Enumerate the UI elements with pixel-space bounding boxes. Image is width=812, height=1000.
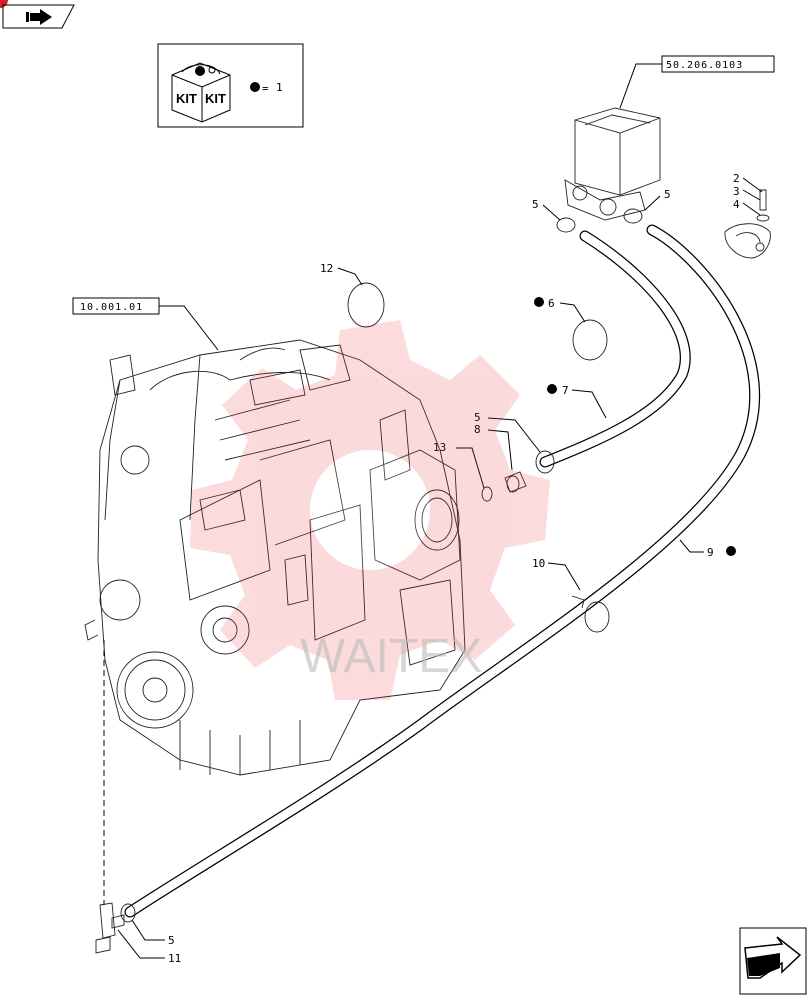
kit-marker-7 xyxy=(547,384,557,394)
connector-8 xyxy=(504,471,527,493)
callout-5-left: 5 xyxy=(532,198,539,211)
callout-13: 13 xyxy=(433,441,446,454)
callout-7: 7 xyxy=(562,384,569,397)
callout-11: 11 xyxy=(168,952,181,965)
engine-assembly xyxy=(84,339,466,776)
nav-arrow-icon xyxy=(26,9,52,25)
bracket-clip-2-4 xyxy=(724,189,771,259)
kit-equals: = xyxy=(262,82,269,95)
clamp-5-right xyxy=(623,208,643,224)
kit-icon: KIT KIT xyxy=(171,62,231,123)
nav-tab[interactable] xyxy=(2,4,75,29)
leader-lines xyxy=(117,177,763,959)
corner-badge xyxy=(0,0,8,8)
kit-marker-dot xyxy=(250,82,260,92)
hose-7[interactable] xyxy=(539,230,691,468)
engine-reference[interactable]: 10.001.01 xyxy=(72,297,219,351)
callout-5-right: 5 xyxy=(664,188,671,201)
heater-reference[interactable]: 50.206.0103 xyxy=(619,55,775,109)
callouts: 2 3 4 5 5 12 6 7 5 8 13 9 10 5 11 xyxy=(168,172,740,965)
clamp-12 xyxy=(347,282,385,328)
callout-2: 2 xyxy=(733,172,740,185)
fitting-11 xyxy=(95,640,136,954)
kit-label-2: KIT xyxy=(205,91,226,106)
kit-marker-6 xyxy=(534,297,544,307)
callout-3: 3 xyxy=(733,185,740,198)
callout-5-mid: 5 xyxy=(474,411,481,424)
callout-8: 8 xyxy=(474,423,481,436)
kit-part-number: 1 xyxy=(276,81,283,94)
callout-4: 4 xyxy=(733,198,740,211)
engine-reference-text: 10.001.01 xyxy=(80,302,143,313)
o-ring-13 xyxy=(481,486,493,502)
hose-9[interactable] xyxy=(124,224,761,918)
kit-marker-9 xyxy=(726,546,736,556)
kit-legend: KIT KIT = 1 xyxy=(157,43,304,128)
next-page-arrow-icon xyxy=(744,936,802,979)
kit-label-1: KIT xyxy=(176,91,197,106)
callout-10: 10 xyxy=(532,557,545,570)
clamp-6 xyxy=(572,319,608,361)
clamp-5-left xyxy=(556,217,576,233)
watermark-text: WAITEX xyxy=(300,630,482,683)
heater-reference-text: 50.206.0103 xyxy=(666,60,743,71)
clamp-5-mid xyxy=(535,450,555,474)
callout-6: 6 xyxy=(548,297,555,310)
next-page-button[interactable] xyxy=(739,927,807,995)
callout-12: 12 xyxy=(320,262,333,275)
clamp-10 xyxy=(571,595,610,633)
heater-unit xyxy=(564,107,661,221)
callout-5-bottom: 5 xyxy=(168,934,175,947)
watermark xyxy=(190,320,550,700)
callout-9: 9 xyxy=(707,546,714,559)
